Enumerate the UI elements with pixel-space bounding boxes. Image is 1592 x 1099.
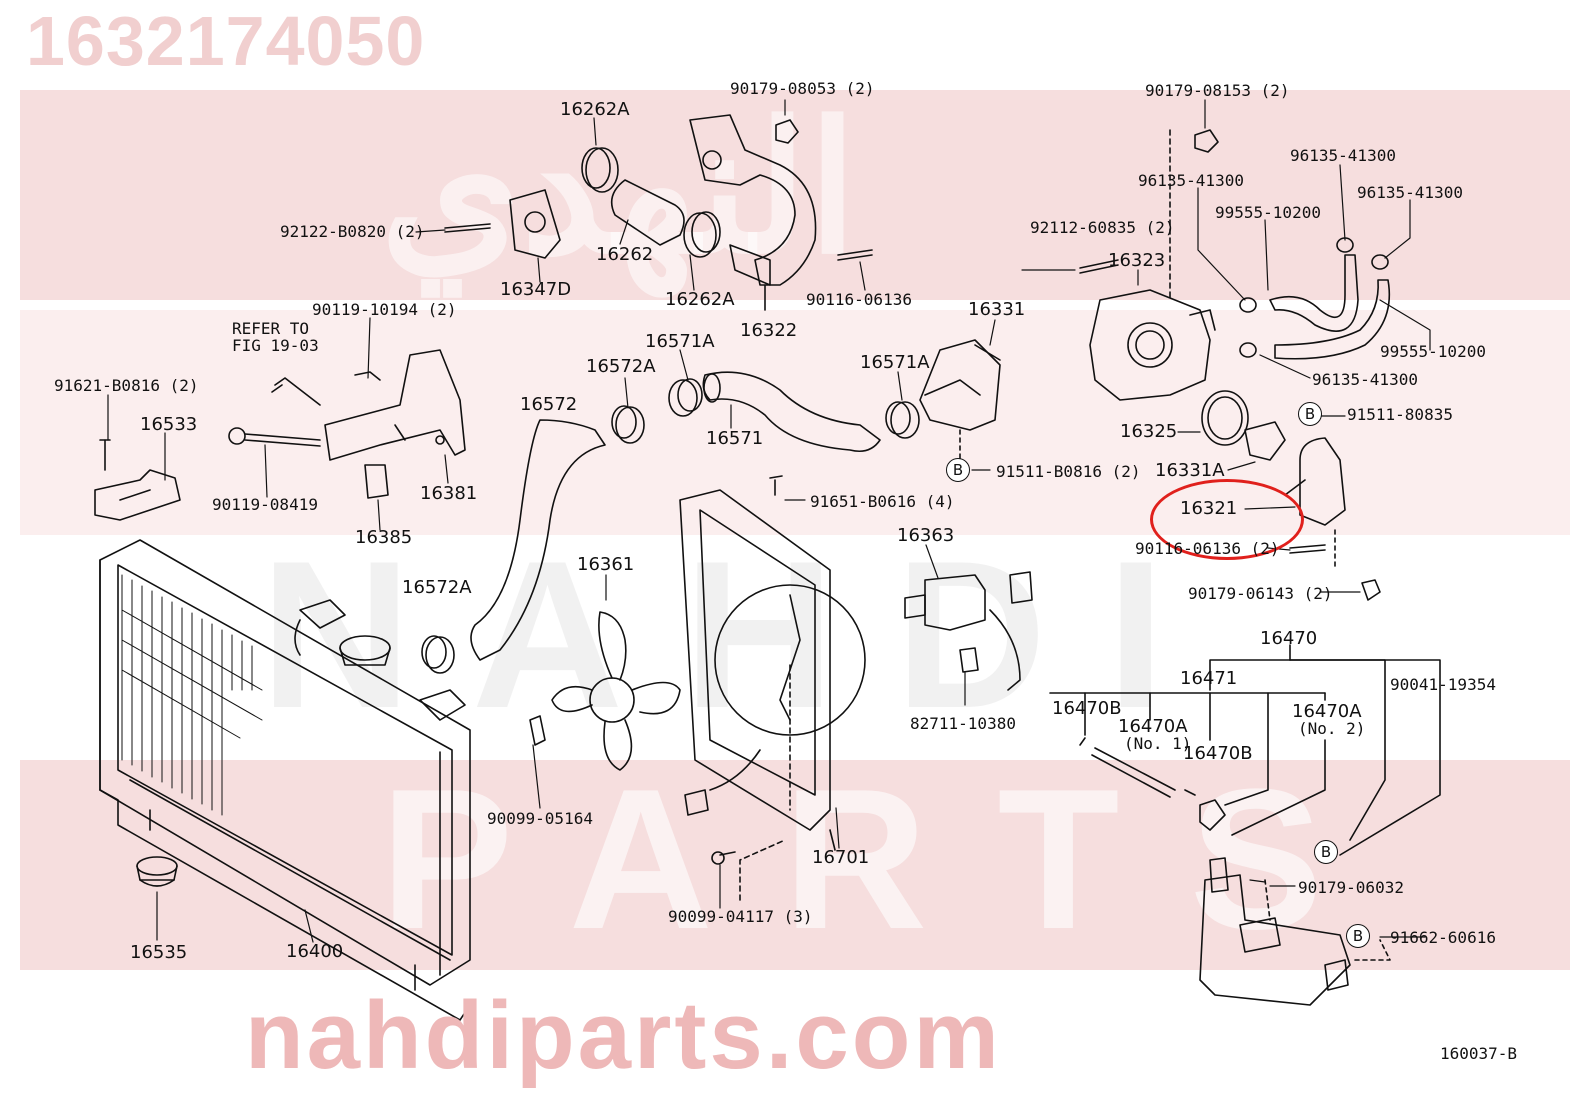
label-92112-60835: 92112-60835 (2) [1030,218,1175,237]
watermark-parts: PARTS [380,748,1393,971]
label-16572A-b: 16572A [402,577,472,598]
label-16701: 16701 [812,847,870,868]
hose-16262 [444,114,873,311]
label-16363: 16363 [897,525,955,546]
label-16533: 16533 [140,414,198,435]
b-mark-2: B [946,458,970,482]
label-82711-10380: 82711-10380 [910,714,1016,733]
label-91662-60616: 91662-60616 [1390,928,1496,947]
thermostat-housing-16323 [1079,129,1391,401]
label-90179-06032: 90179-06032 [1298,878,1404,897]
label-16470A-no1: 16470A [1118,716,1188,737]
thermostat-parts [1201,390,1381,601]
fan-motor-16363 [904,571,1033,691]
label-16470A-no2: 16470A [1292,701,1362,722]
label-90179-08053: 90179-08053 (2) [730,79,875,98]
label-no1: (No. 1) [1124,734,1192,753]
label-91511-B0816: 91511-B0816 (2) [996,462,1141,481]
label-90041-19354: 90041-19354 [1390,675,1496,694]
label-16400: 16400 [286,941,344,962]
label-16331A: 16331A [1155,460,1225,481]
label-91511-80835: 91511-80835 [1347,405,1453,424]
label-90179-08153: 90179-08153 (2) [1145,81,1290,100]
label-16262A-bottom: 16262A [665,289,735,310]
label-16385: 16385 [355,527,413,548]
hose-16572 [470,419,606,661]
label-16572A-a: 16572A [586,356,656,377]
hose-16571 [702,371,881,453]
fan-shroud-16701 [679,475,866,901]
label-16325: 16325 [1120,421,1178,442]
label-16262: 16262 [596,244,654,265]
fan-16361 [529,611,681,771]
reservoir-16470 [1049,644,1441,1006]
label-90099-05164: 90099-05164 [487,809,593,828]
label-96135-41300-b: 96135-41300 [1138,171,1244,190]
clamps [421,378,920,674]
label-no2: (No. 2) [1298,719,1366,738]
label-16471: 16471 [1180,668,1238,689]
watermark-site: nahdiparts.com [245,982,1002,1089]
label-90179-06143: 90179-06143 (2) [1188,584,1333,603]
b-mark-4: B [1346,924,1370,948]
label-91621-B0816: 91621-B0816 (2) [54,376,199,395]
label-90119-08419: 90119-08419 [212,495,318,514]
label-16331: 16331 [968,299,1026,320]
label-90116-06136: 90116-06136 [806,290,912,309]
label-92122-B0820: 92122-B0820 (2) [280,222,425,241]
watermark-part-number: 1632174050 [26,2,426,80]
label-16381: 16381 [420,483,478,504]
label-90116-06136-2: 90116-06136 (2) [1135,539,1280,558]
label-16321: 16321 [1180,498,1238,519]
label-16470B-a: 16470B [1052,698,1122,719]
label-90099-04117: 90099-04117 (3) [668,907,813,926]
label-96135-41300-c: 96135-41300 [1357,183,1463,202]
bracket-16381 [94,349,466,521]
label-16322: 16322 [740,320,798,341]
diagram-code: 160037-B [1440,1044,1518,1063]
b-mark-3: B [1314,840,1338,864]
label-16571: 16571 [706,428,764,449]
highlight-circle [1150,479,1304,560]
label-96135-41300-a: 96135-41300 [1290,146,1396,165]
watermark-band-3 [20,760,1570,970]
label-16262A-top: 16262A [560,99,630,120]
label-16361: 16361 [577,554,635,575]
watermark-band-1 [20,90,1570,300]
label-16572: 16572 [520,394,578,415]
label-16470: 16470 [1260,628,1318,649]
label-16535: 16535 [130,942,188,963]
label-16347D: 16347D [500,279,572,300]
label-91651-B0616: 91651-B0616 (4) [810,492,955,511]
label-16571A-a: 16571A [645,331,715,352]
callout-leaders [107,99,1431,943]
label-99555-10200-a: 99555-10200 [1215,203,1321,222]
label-96135-41300-d: 96135-41300 [1312,370,1418,389]
label-16470B-b: 16470B [1183,743,1253,764]
label-99555-10200-b: 99555-10200 [1380,342,1486,361]
watermark-nahdi: NAHDI [260,517,1225,752]
label-16571A-b: 16571A [860,352,930,373]
b-mark-1: B [1298,402,1322,426]
label-refer-to-fig: REFER TO FIG 19-03 [232,319,319,355]
watermark-arabic: النهدي [380,89,858,290]
radiator-16400 [99,539,471,1021]
water-inlet-16331 [919,339,1001,461]
label-90119-10194: 90119-10194 (2) [312,300,457,319]
label-16323: 16323 [1108,250,1166,271]
